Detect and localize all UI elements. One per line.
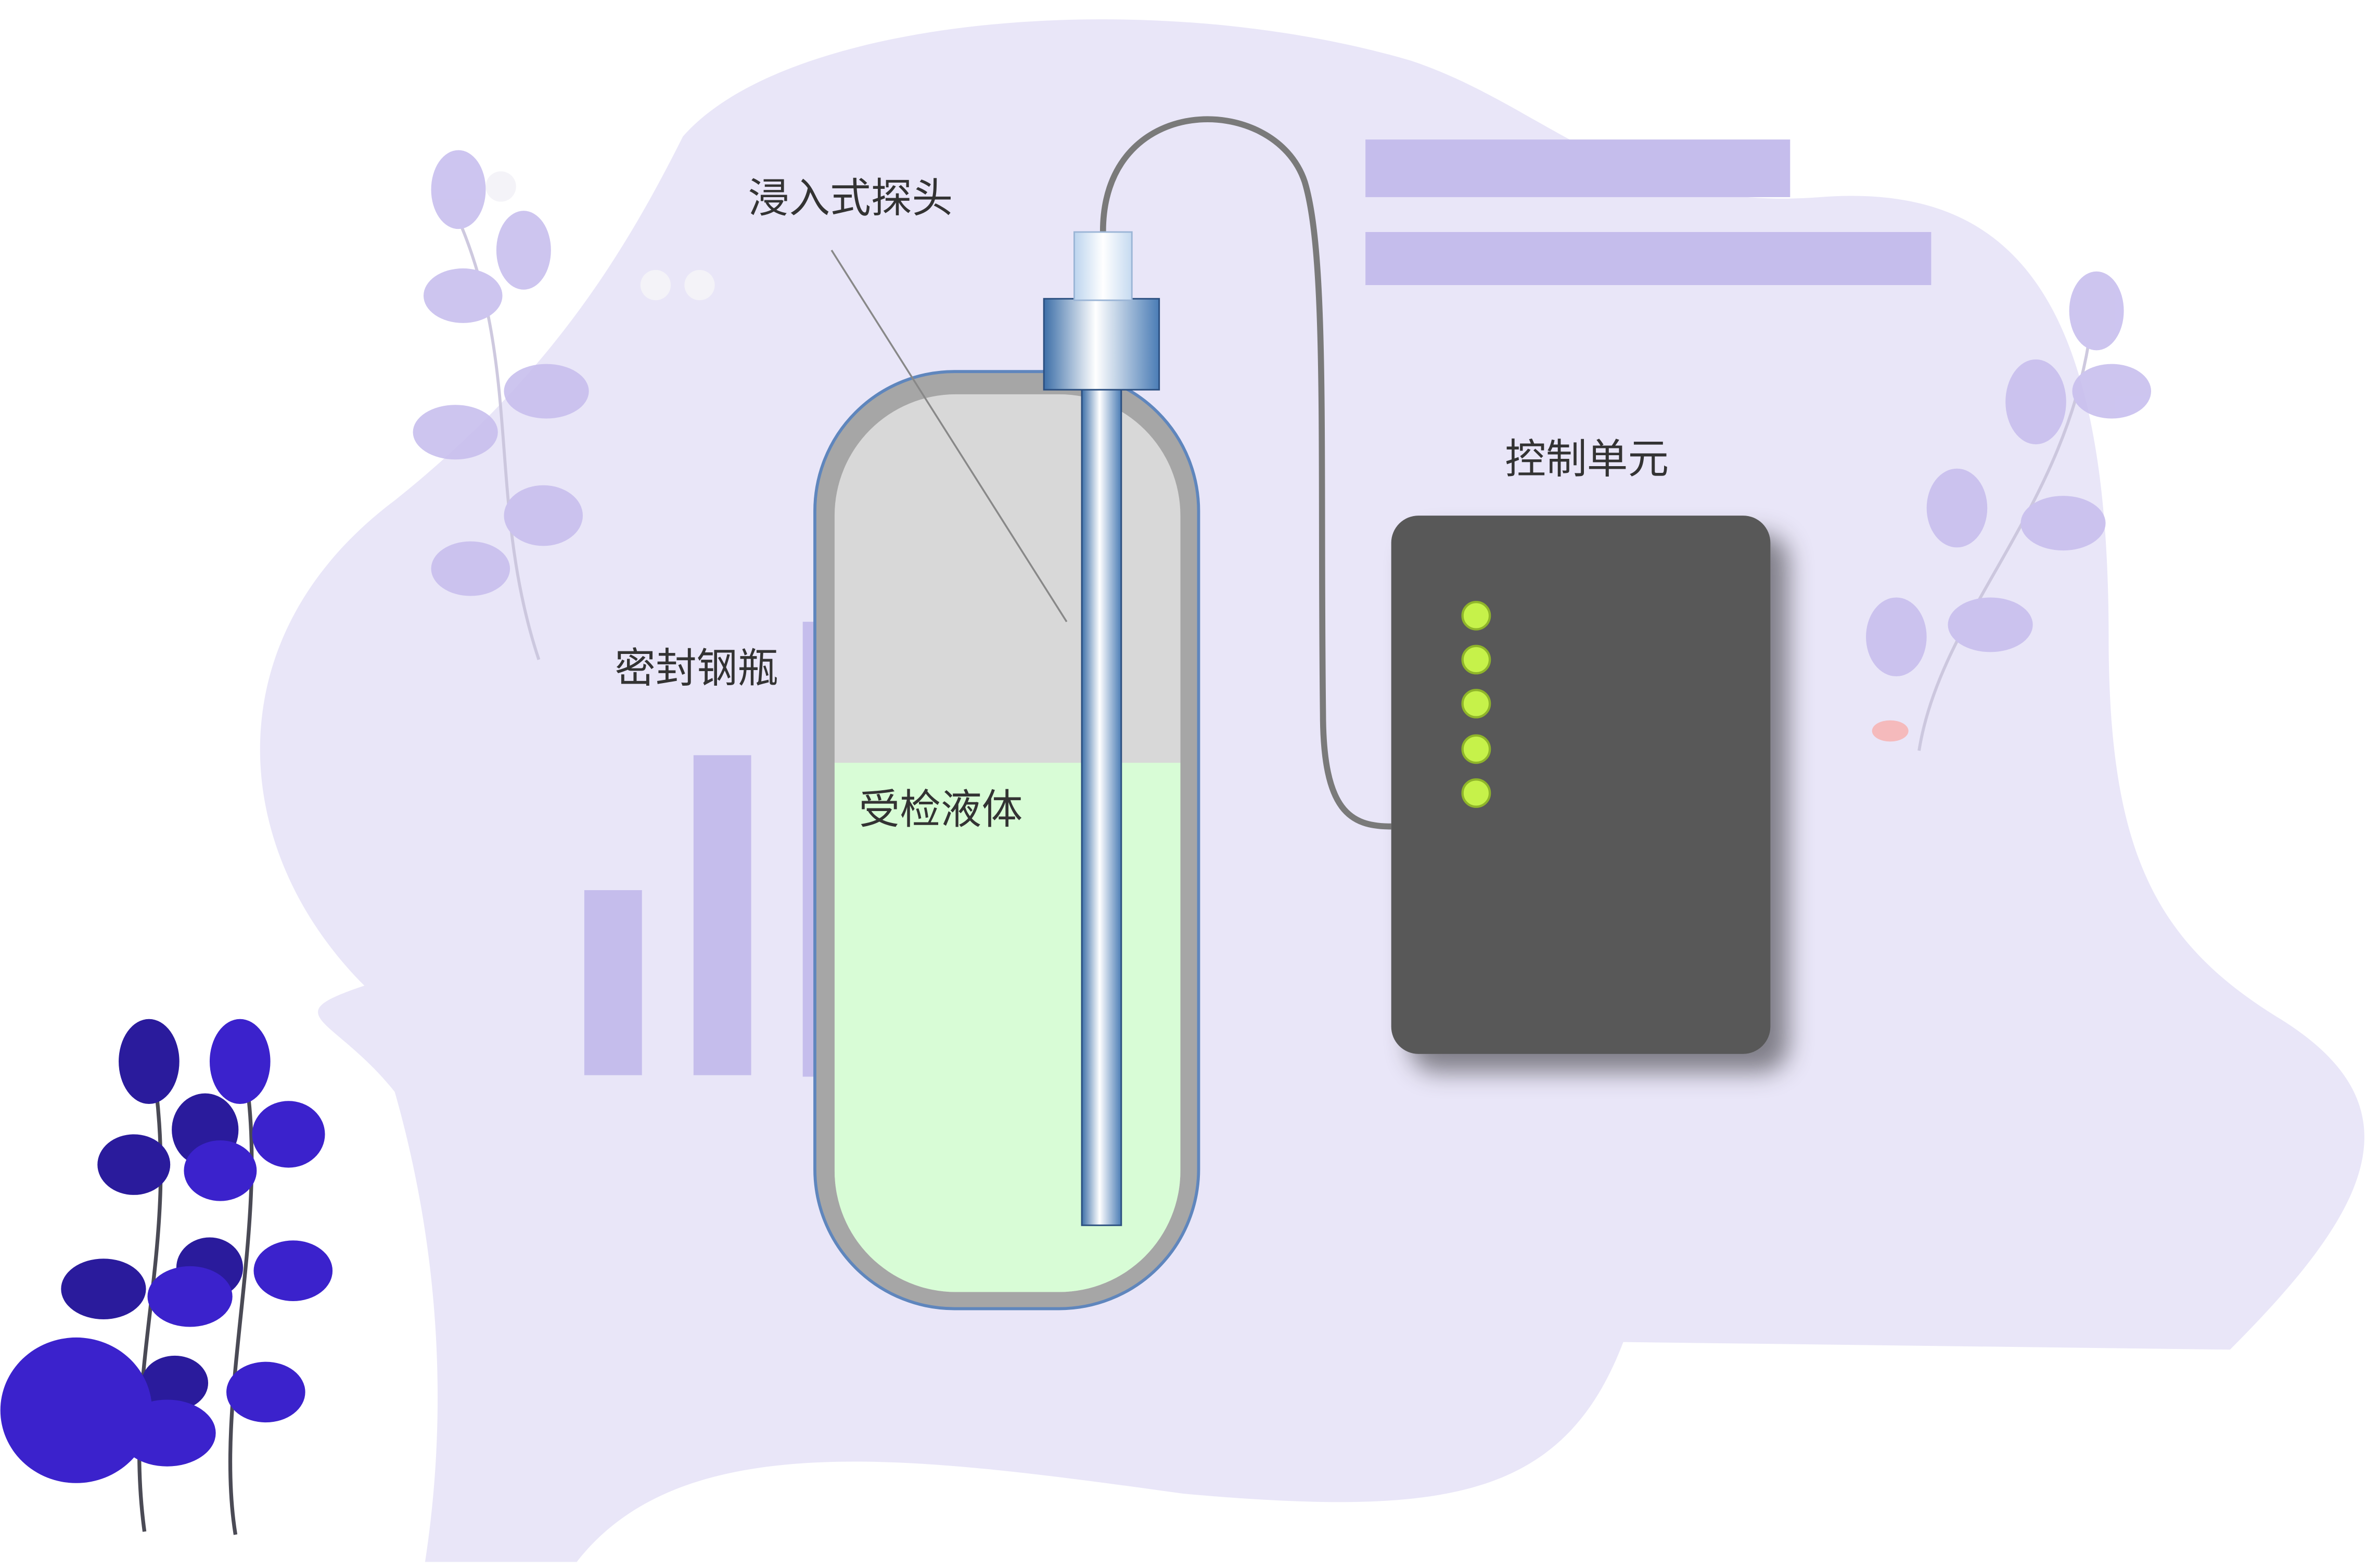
indicator-led-4	[1461, 734, 1491, 764]
light-leaf-plant-right	[1866, 271, 2152, 751]
background-blob	[260, 19, 2364, 1562]
immersion-probe	[1043, 231, 1160, 1226]
decorative-dots	[485, 171, 715, 301]
indicator-led-5	[1461, 778, 1491, 808]
probe-leader-line	[830, 250, 1068, 623]
sealed-steel-cylinder	[813, 370, 1200, 1310]
light-leaf-plant-left	[413, 150, 589, 660]
dark-leaf-plant	[0, 1019, 333, 1535]
indicator-led-3	[1461, 689, 1491, 718]
indicator-led-2	[1461, 645, 1491, 675]
label-probe: 浸入式探头	[748, 174, 953, 222]
label-control-unit: 控制单元	[1505, 435, 1669, 483]
control-unit	[1391, 516, 1771, 1054]
test-liquid	[834, 763, 1181, 1292]
label-cylinder: 密封钢瓶	[615, 645, 778, 692]
label-liquid: 受检液体	[859, 786, 1023, 833]
decorative-bars	[584, 139, 1932, 1077]
probe-cable	[1100, 116, 1391, 830]
indicator-led-1	[1461, 601, 1491, 631]
